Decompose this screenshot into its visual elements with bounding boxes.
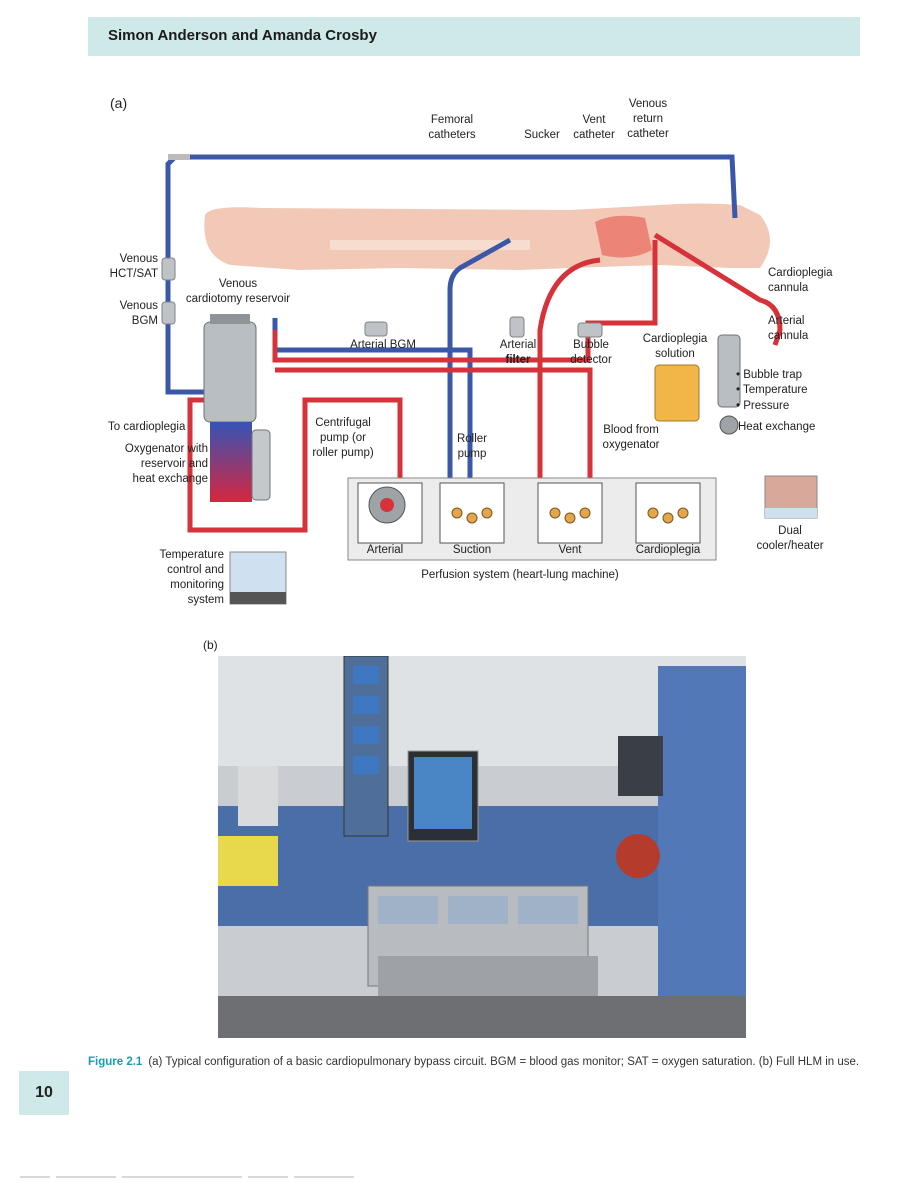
heart-region bbox=[595, 215, 652, 258]
figure-caption: Figure 2.1 (a) Typical configuration of a… bbox=[88, 1056, 859, 1068]
heat-exchange-unit bbox=[719, 415, 739, 435]
caption-text: (a) Typical configuration of a basic car… bbox=[148, 1056, 860, 1068]
svg-text:Vent: Vent bbox=[558, 544, 582, 556]
hlm-photo bbox=[218, 656, 746, 1038]
patient-body bbox=[204, 203, 770, 270]
inline-components bbox=[161, 257, 603, 338]
panel-a-label: (a) bbox=[110, 95, 128, 111]
bubble-trap bbox=[717, 334, 741, 408]
footer-marks bbox=[20, 1168, 400, 1178]
running-header: Simon Anderson and Amanda Crosby bbox=[88, 17, 860, 56]
svg-text:To cardioplegia: To cardioplegia bbox=[108, 421, 186, 433]
hlm-photo-illustration bbox=[218, 656, 746, 1038]
figure-label: Figure 2.1 bbox=[88, 1056, 143, 1068]
roller-balls bbox=[451, 507, 689, 524]
header-authors: Simon Anderson and Amanda Crosby bbox=[108, 27, 377, 44]
svg-text:Arterial: Arterial bbox=[367, 544, 403, 556]
svg-text:Sucker: Sucker bbox=[524, 129, 560, 141]
temperature-control-base bbox=[230, 592, 286, 604]
dual-cooler-heater-blue bbox=[765, 508, 817, 518]
svg-text:Cardioplegia: Cardioplegia bbox=[636, 544, 701, 556]
reservoir-oxygenator bbox=[203, 314, 271, 502]
svg-text:Arterial BGM: Arterial BGM bbox=[350, 339, 416, 351]
svg-text:Suction: Suction bbox=[453, 544, 491, 556]
page-number: 10 bbox=[19, 1071, 69, 1115]
svg-text:• Bubble trap• Temperature• Pr: • Bubble trap• Temperature• Pressure bbox=[736, 369, 808, 412]
panel-b-label: (b) bbox=[203, 638, 218, 652]
arterial-tubing bbox=[187, 232, 783, 533]
cardioplegia-bag bbox=[654, 364, 700, 422]
svg-text:Perfusion system (heart-lung m: Perfusion system (heart-lung machine) bbox=[421, 569, 619, 581]
svg-text:Heat exchange: Heat exchange bbox=[738, 421, 815, 433]
